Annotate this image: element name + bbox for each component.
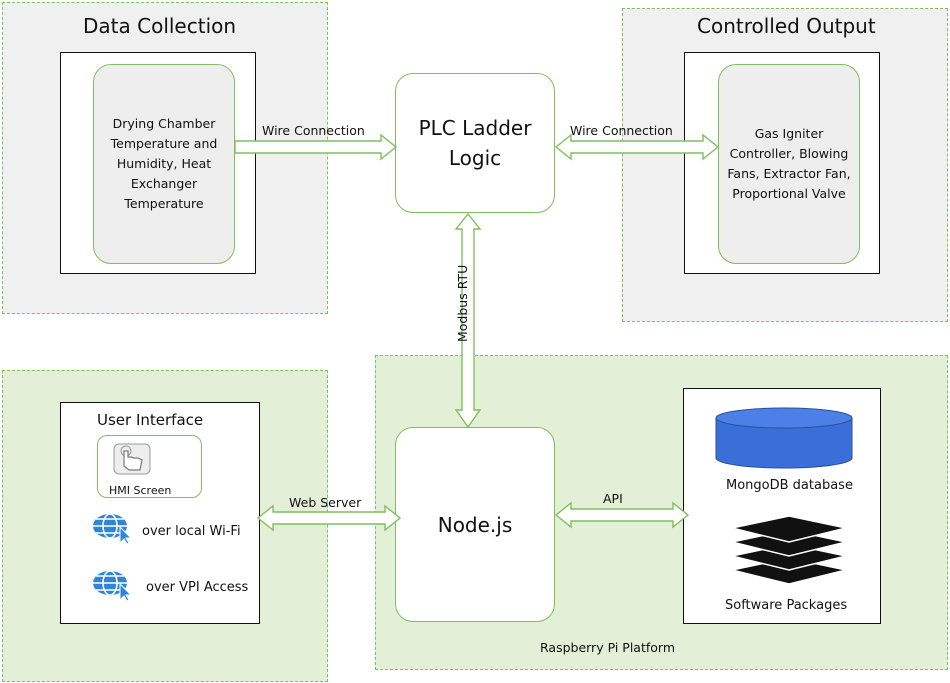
web-server-arrow [256, 504, 402, 532]
mongodb-label: MongoDB database [726, 478, 853, 493]
wire-connection-right-label: Wire Connection [570, 123, 673, 138]
software-packages-icon [731, 515, 847, 585]
outputs-text: Gas Igniter Controller, Blowing Fans, Ex… [727, 126, 851, 201]
globe-cursor-icon [93, 570, 133, 602]
sensors-node: Drying Chamber Temperature and Humidity,… [93, 64, 235, 264]
touch-hand-icon [113, 443, 151, 475]
hmi-screen-label: HMI Screen [109, 484, 172, 497]
nodejs-text: Node.js [437, 512, 513, 537]
modbus-arrow [454, 212, 482, 429]
plc-ladder-logic-node: PLC Ladder Logic [395, 73, 555, 213]
api-arrow [554, 501, 690, 529]
plc-text: PLC Ladder Logic [418, 116, 532, 170]
raspberry-pi-label: Raspberry Pi Platform [540, 640, 675, 655]
data-collection-title: Data Collection [83, 14, 237, 38]
web-server-label: Web Server [289, 495, 362, 510]
globe-cursor-icon [93, 513, 133, 545]
hmi-screen-box: HMI Screen [97, 435, 202, 498]
nodejs-node: Node.js [395, 427, 555, 622]
software-packages-label: Software Packages [725, 598, 848, 613]
wire-arrow-right [554, 133, 720, 161]
user-interface-title: User Interface [97, 411, 204, 429]
wire-connection-left-label: Wire Connection [262, 123, 365, 138]
controlled-output-title: Controlled Output [697, 14, 876, 38]
outputs-node: Gas Igniter Controller, Blowing Fans, Ex… [718, 64, 860, 264]
sensors-text: Drying Chamber Temperature and Humidity,… [110, 116, 218, 211]
vpi-access-label: over VPI Access [146, 580, 249, 595]
wire-arrow-left [234, 133, 398, 161]
modbus-rtu-text: Modbus RTU [455, 264, 470, 342]
database-icon [715, 407, 853, 469]
wifi-access-label: over local Wi-Fi [142, 524, 241, 539]
api-label: API [603, 491, 623, 506]
